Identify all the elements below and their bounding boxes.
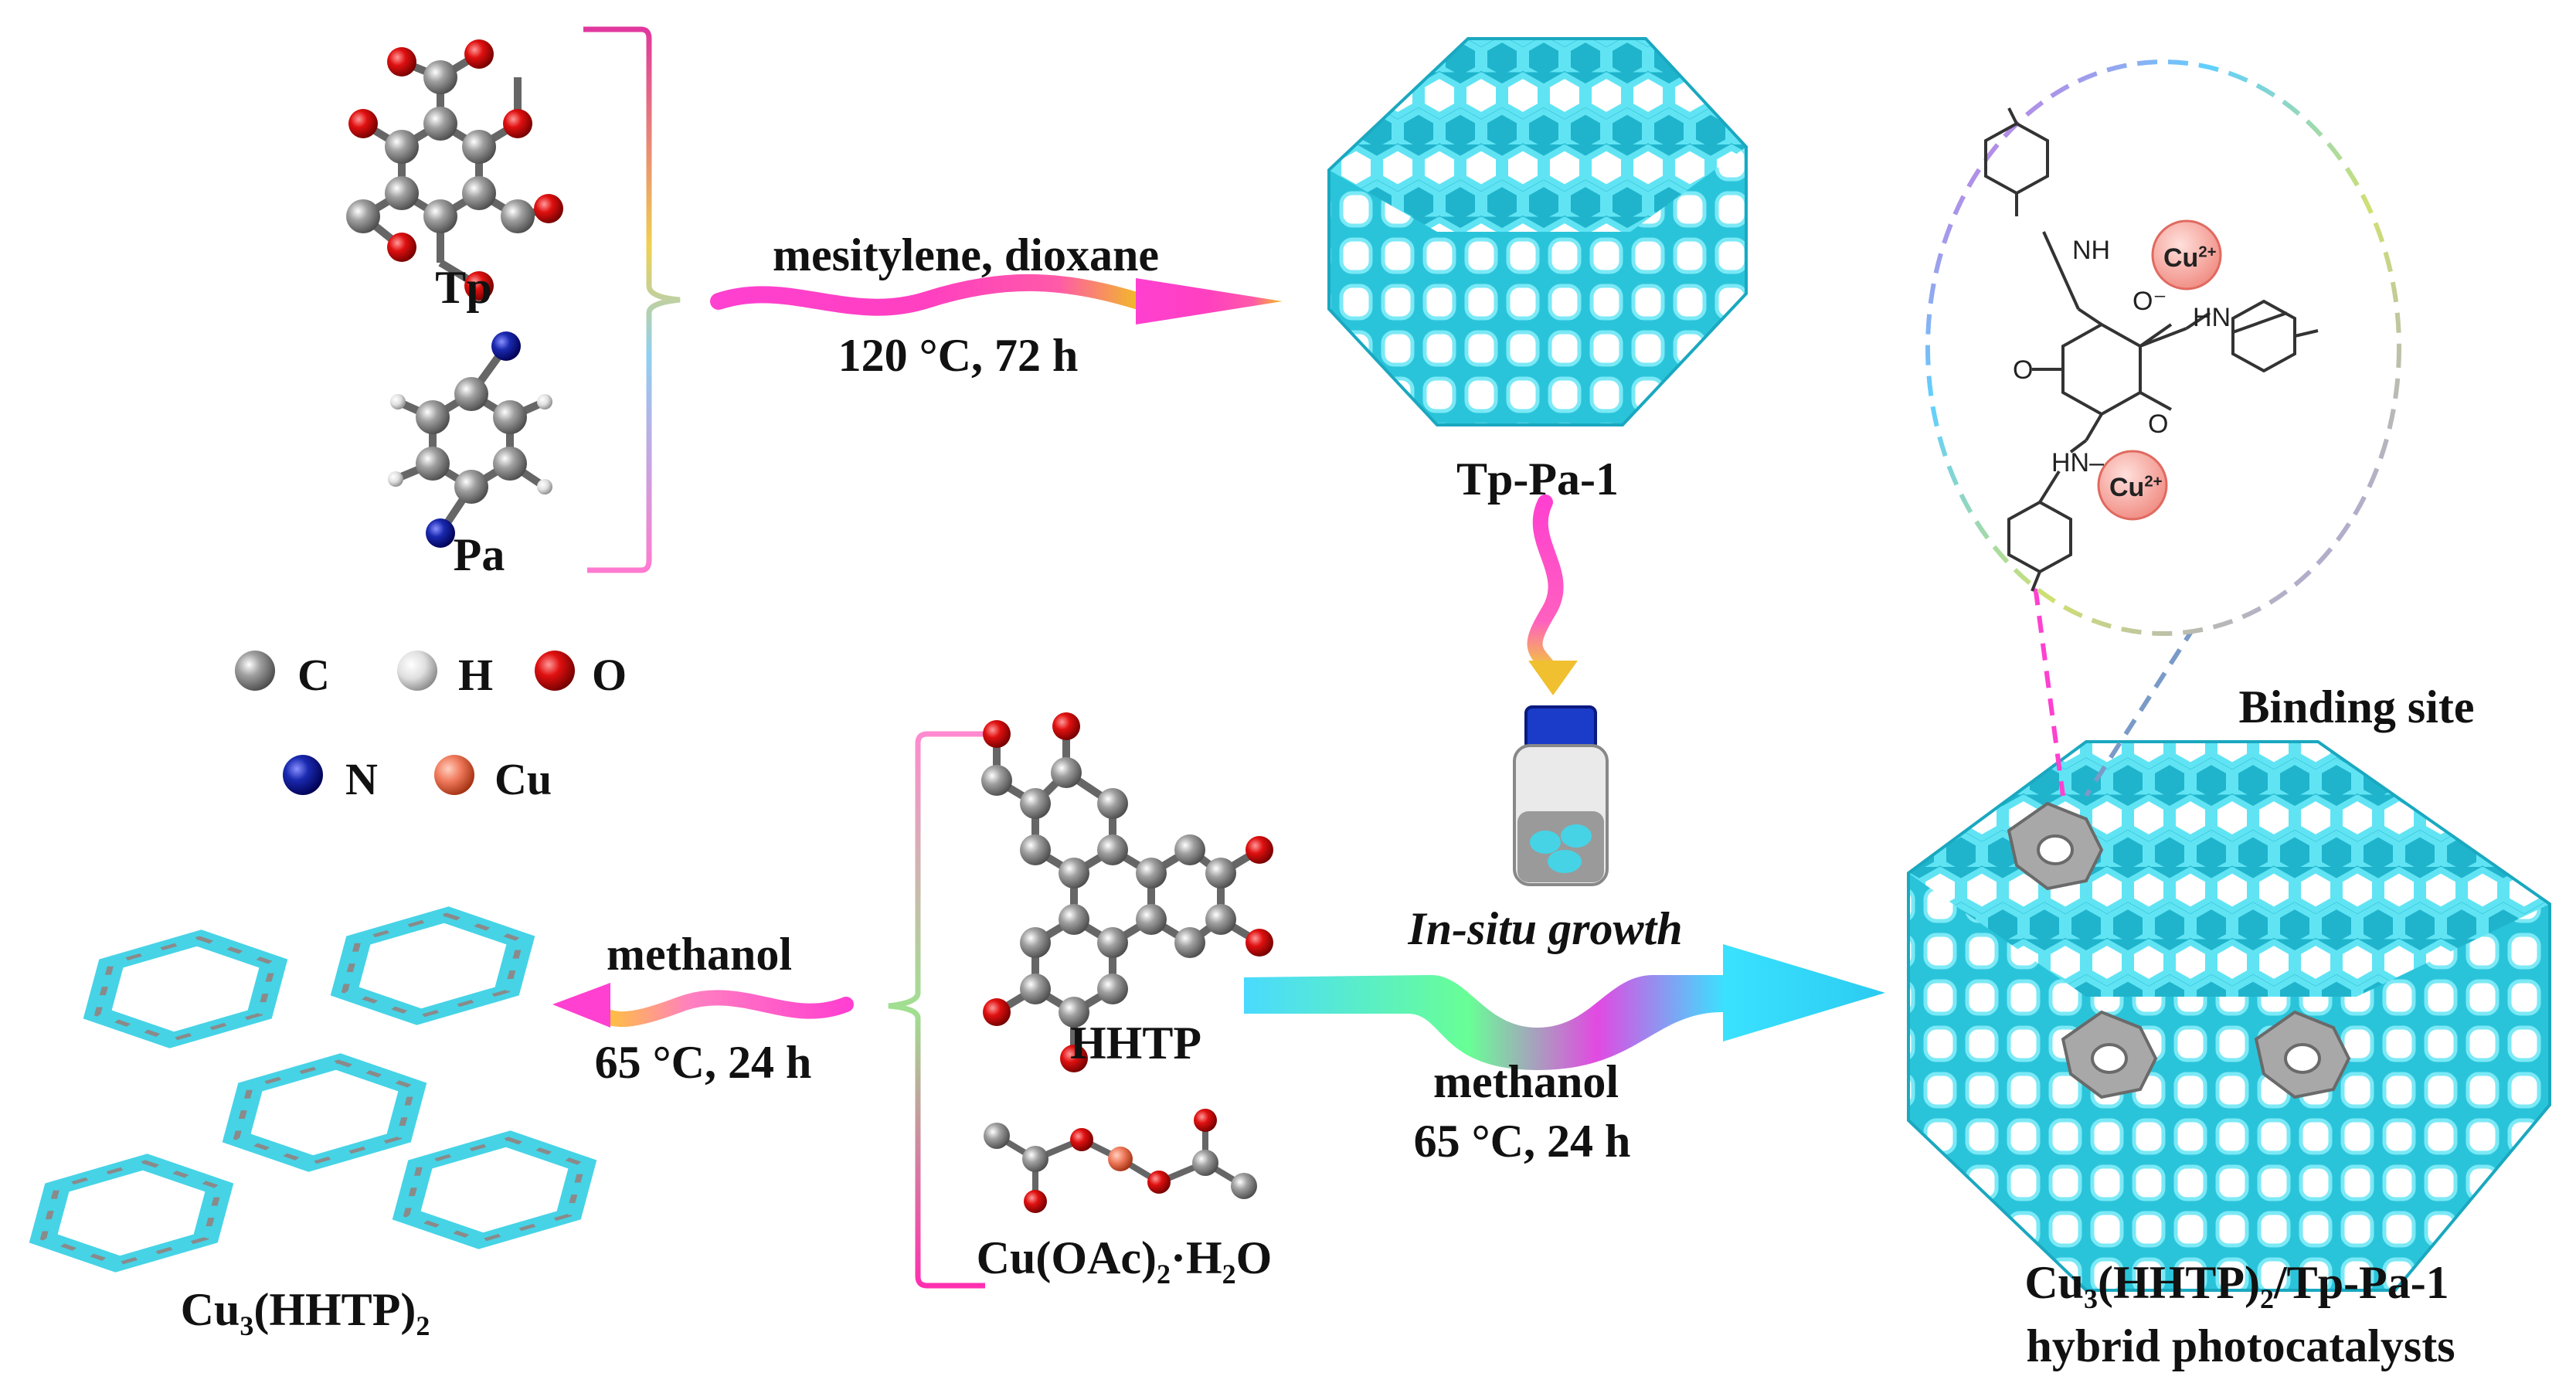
arrow-to-bottle <box>1527 494 1578 695</box>
legend-item-cu: Cu <box>494 754 552 804</box>
legend-ball-c <box>235 651 275 691</box>
legend-item-h: H <box>458 650 494 700</box>
copper-acetate-molecule <box>984 1109 1257 1213</box>
legend-ball-n <box>283 755 323 795</box>
struct-o-top: O⁻ <box>2133 287 2167 316</box>
arrow-step1 <box>710 274 1283 325</box>
tp-label: Tp <box>435 262 492 313</box>
reagent-bracket-top <box>583 26 681 573</box>
struct-cu-2: Cu2+ <box>2109 473 2163 502</box>
cu-ion-1 <box>2151 219 2222 291</box>
cu3-hhtp2-sheets <box>29 906 597 1273</box>
mof-solvent-label: methanol <box>607 929 792 980</box>
legend-item-c: C <box>297 650 330 700</box>
zoom-line-right <box>2084 601 2212 797</box>
in-situ-growth-label: In-situ growth <box>1408 903 1683 954</box>
legend-ball-cu <box>434 755 474 795</box>
pa-label: Pa <box>453 529 505 580</box>
mof-cluster-2 <box>2061 1010 2158 1099</box>
growth-conditions-label: 65 °C, 24 h <box>1413 1116 1631 1167</box>
struct-o-bottom: O <box>2148 409 2169 439</box>
tp-pa-1-framework <box>1327 37 1748 426</box>
hhtp-label: HHTP <box>1069 1018 1202 1069</box>
arrow-in-situ-growth <box>1244 944 1885 1070</box>
growth-solvent-label: methanol <box>1433 1056 1619 1107</box>
binding-site-structure <box>1984 107 2319 592</box>
hybrid-label-line1: Cu3(HHTP)2/Tp-Pa-1 <box>2024 1257 2449 1314</box>
hybrid-framework <box>1907 740 2551 1292</box>
binding-site-zoom-circle <box>1925 59 2401 636</box>
reaction-bottle <box>1513 705 1609 886</box>
struct-o-left: O <box>2013 355 2034 385</box>
legend-item-n: N <box>345 754 378 804</box>
arrow-to-mof <box>552 983 854 1028</box>
step1-conditions-label: 120 °C, 72 h <box>838 330 1079 381</box>
step1-solvent-label: mesitylene, dioxane <box>773 229 1159 280</box>
tp-molecule <box>346 39 563 301</box>
mof-cluster-3 <box>2254 1010 2351 1099</box>
struct-hn-bottom: HN– <box>2051 448 2105 477</box>
cu-acetate-label: Cu(OAc)2·H2O <box>976 1232 1273 1290</box>
legend-ball-o <box>535 651 575 691</box>
cu3-hhtp2-label: Cu3(HHTP)2 <box>180 1284 430 1341</box>
tp-pa-1-label: Tp-Pa-1 <box>1456 454 1619 505</box>
struct-hn-right: HN <box>2193 303 2231 332</box>
legend-item-o: O <box>592 650 627 700</box>
mof-conditions-label: 65 °C, 24 h <box>594 1037 812 1088</box>
struct-nh-top: NH <box>2072 236 2111 265</box>
mof-cluster-1 <box>2007 801 2104 891</box>
legend-ball-h <box>397 651 437 691</box>
cu-ion-2 <box>2097 450 2168 521</box>
hybrid-label-line2: hybrid photocatalysts <box>2026 1320 2455 1371</box>
struct-cu-1: Cu2+ <box>2163 243 2217 273</box>
reagent-bracket-bottom <box>888 731 985 1289</box>
hhtp-molecule <box>981 712 1273 1072</box>
binding-site-label: Binding site <box>2238 681 2475 732</box>
pa-molecule <box>388 331 552 548</box>
